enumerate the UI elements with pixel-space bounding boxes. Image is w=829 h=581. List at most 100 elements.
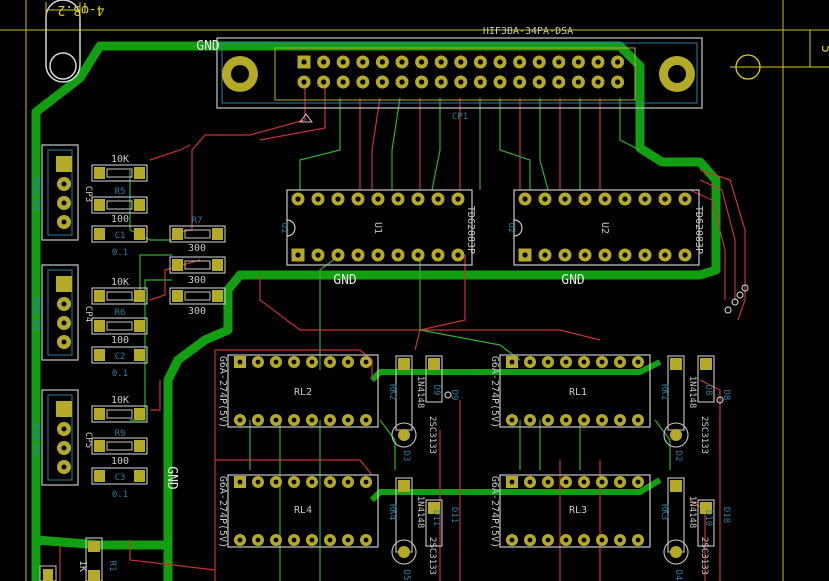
ic-pin-drill (335, 252, 341, 258)
ic-pin-drill (375, 252, 381, 258)
c3-value-text: 0.1 (112, 490, 128, 500)
resistor-r6[interactable]: 10K (91, 277, 148, 305)
rl3-value-text: G6A-274P(5V) (489, 476, 500, 548)
net-label-gnd-u2: GND (561, 273, 585, 288)
connector-pin-drill (575, 59, 582, 65)
resistor-r7[interactable]: R7 300 (169, 216, 226, 254)
rk2-diode-text: 1N4148 (415, 376, 425, 409)
d5-text: D5 (401, 570, 411, 581)
relay-pin-drill (563, 537, 569, 543)
ic-pin-drill (542, 252, 548, 258)
resistor-r5[interactable]: R5 100 (91, 187, 148, 225)
relay-rl4[interactable]: RL4 G6A-274P(5V) (217, 474, 379, 548)
relay-pin-drill (345, 479, 351, 485)
relay-pin-drill (255, 359, 261, 365)
ic-u2[interactable]: U2 U2 TD62083P (506, 189, 704, 266)
ic-pin-drill (602, 196, 608, 202)
connector-cp1[interactable]: HIF3BA-34PA-DSA CP1 (216, 26, 703, 123)
relay-pin-drill (255, 417, 261, 423)
relay-pin-drill (363, 359, 369, 365)
relay-pin-drill (599, 417, 605, 423)
ic-pin-drill (682, 252, 688, 258)
cp4-value-text: B4B-EH (31, 298, 41, 331)
r1-value-text: 1K (77, 560, 88, 572)
relay-pin-drill (617, 537, 623, 543)
connector-pin-drill (536, 59, 542, 65)
relay-pin-drill (309, 479, 315, 485)
connector-cp1-pins (297, 55, 625, 89)
u1-fab-ref-text: U1 (279, 223, 289, 234)
connector-pin-drill (438, 79, 444, 85)
resistor-r9[interactable]: R9 100 (91, 429, 148, 467)
connector-pin-drill (477, 59, 483, 65)
tr4-text: 2SC3133 (427, 537, 437, 575)
capacitor-c1[interactable]: C1 0.1 (91, 225, 148, 258)
connector-pin-drill (556, 59, 562, 65)
connector-cp5[interactable]: CP5 B4B-EH (31, 389, 93, 486)
connector-pin-drill (399, 79, 405, 85)
connector-cp4[interactable]: CP4 B4B-EH (31, 264, 93, 361)
c3-ref-text: C3 (115, 473, 126, 483)
relay-pin-drill (363, 537, 369, 543)
ic-pin-drill (355, 196, 361, 202)
resistor-r8[interactable]: 10K (91, 395, 148, 423)
relay-side-parts-b[interactable]: RK1 1N4148 D8 D8 2SC3133 D2 (659, 355, 731, 462)
rk4-diode-text: 1N4148 (415, 496, 425, 529)
relay-pin-drill (309, 359, 315, 365)
relay-pin-drill (237, 417, 243, 423)
relay-pin-drill (581, 479, 587, 485)
cp4-ref-text: CP4 (83, 306, 93, 322)
ic-pin-drill (542, 196, 548, 202)
resistor-r4[interactable]: 10K (91, 154, 148, 182)
relay-pin-drill (635, 479, 641, 485)
front-copper-traces (59, 78, 746, 581)
connector-pin-drill (615, 79, 621, 85)
relay-rl2[interactable]: RL2 G6A-274P(5V) (217, 354, 379, 428)
r6b-value-text: 100 (111, 335, 129, 346)
rl1-value-text: G6A-274P(5V) (489, 356, 500, 428)
d10-label-text: D10 (721, 507, 731, 523)
relay-side-parts-c[interactable]: RK4 1N4148 D11 D11 2SC3133 D5 (387, 477, 459, 581)
relay-rl3[interactable]: RL3 G6A-274P(5V) (489, 474, 651, 548)
relay-pin-drill (363, 479, 369, 485)
rl2-ref-text: RL2 (294, 387, 312, 398)
connector-pin-drill (517, 59, 523, 65)
r5-value-text: 100 (111, 214, 129, 225)
ic-u1[interactable]: U1 U1 TD62083P (279, 189, 476, 266)
connector-pin-drill (419, 79, 425, 85)
r9-value-text: 100 (111, 456, 129, 467)
connector-pin-drill (458, 59, 464, 65)
r7b-value-text: 300 (188, 275, 206, 286)
ic-pin-drill (662, 196, 668, 202)
c2-value-text: 0.1 (112, 369, 128, 379)
tr1-text: 2SC3133 (699, 416, 709, 454)
resistor-r7c[interactable]: 300 (169, 287, 226, 317)
connector-pin-drill (301, 79, 307, 85)
capacitor-c3[interactable]: C3 0.1 (91, 467, 148, 500)
resistor-r6b[interactable]: R6 100 (91, 308, 148, 346)
relay-pin-drill (309, 537, 315, 543)
connector-part-text: HIF3BA-34PA-DSA (483, 26, 573, 37)
connector-cp3[interactable]: CP3 B4B-EH (31, 144, 93, 241)
bottom-left-pad (39, 565, 57, 581)
d2-text: D2 (673, 451, 683, 462)
relay-pin-drill (255, 479, 261, 485)
relay-pin-drill (581, 417, 587, 423)
rl4-value-text: G6A-274P(5V) (217, 476, 228, 548)
u2-ref-text: U2 (599, 222, 610, 234)
ic-pin-drill (295, 196, 301, 202)
capacitor-c2[interactable]: C2 0.1 (91, 346, 148, 379)
relay-side-parts-d[interactable]: RK3 1N4148 D10 D10 2SC3133 D4 (659, 477, 731, 580)
relay-rl1[interactable]: RL1 G6A-274P(5V) (489, 354, 651, 428)
resistor-r1[interactable]: R1 1K (77, 537, 117, 581)
relay-pin-drill (345, 417, 351, 423)
ic-pin-drill (455, 196, 461, 202)
resistor-r7b[interactable]: 300 (169, 256, 226, 286)
relay-pin-drill (327, 479, 333, 485)
relay-side-parts-a[interactable]: RK2 1N4148 D9 D9 2SC3133 D3 (387, 355, 459, 461)
relay-blocks: RL2 G6A-274P(5V) RL1 G6A-274P(5V) RL4 G6… (217, 354, 651, 548)
relay-pin-drill (635, 537, 641, 543)
connector-pin-drill (497, 59, 503, 65)
